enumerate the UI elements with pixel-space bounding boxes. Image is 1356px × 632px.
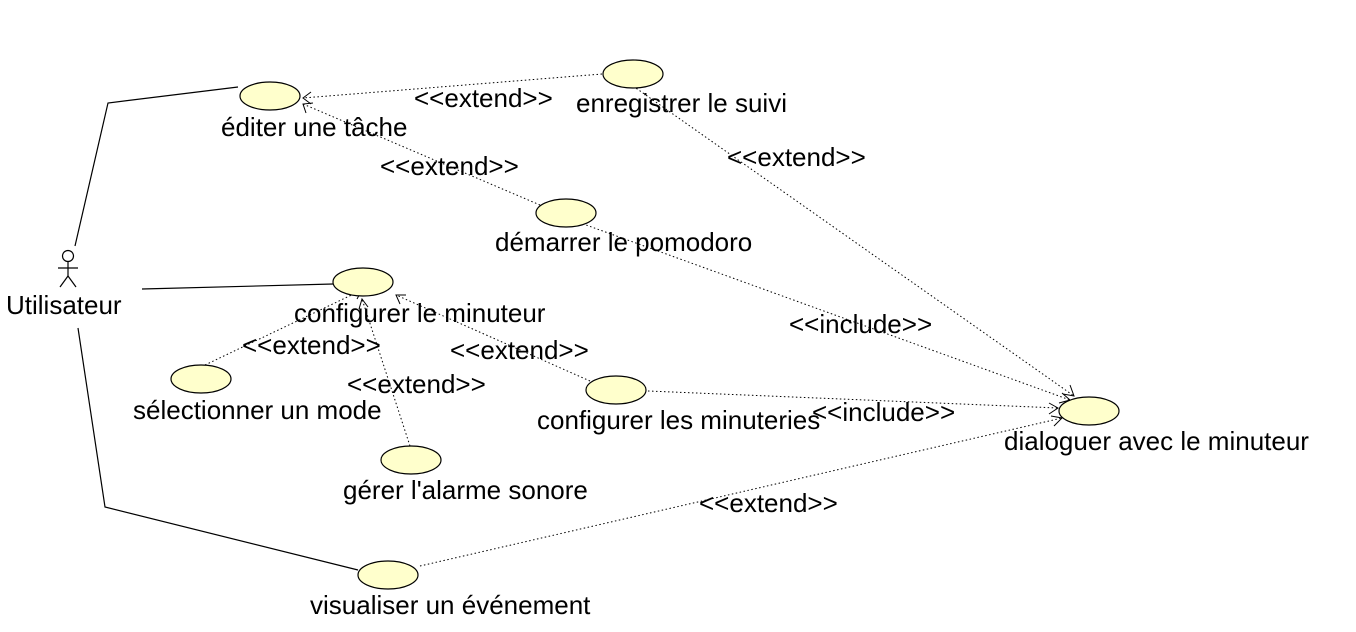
actor-label: Utilisateur [6, 290, 122, 320]
use-case-selectionner-ellipse[interactable] [170, 364, 232, 394]
association-visualiser [77, 327, 359, 571]
stereotype-selectionner-configurer: <<extend>> [242, 330, 381, 360]
use-case-dialoguer-label: dialoguer avec le minuteur [1004, 426, 1309, 456]
use-case-gerer-alarme-label: gérer l'alarme sonore [343, 475, 588, 505]
use-case-configurer-minuteur-label: configurer le minuteur [294, 298, 546, 328]
actor-icon [58, 249, 78, 288]
dep-minuteries-dialoguer [647, 390, 1059, 409]
use-case-enregistrer-label: enregistrer le suivi [576, 88, 787, 118]
use-case-gerer-alarme-ellipse[interactable] [380, 445, 442, 475]
stereotype-visualiser-dialoguer: <<extend>> [699, 488, 838, 518]
use-case-demarrer-ellipse[interactable] [535, 198, 597, 228]
stereotype-enregistrer-editer: <<extend>> [414, 83, 553, 113]
stereotype-enregistrer-dialoguer: <<extend>> [727, 142, 866, 172]
use-case-editer-ellipse[interactable] [239, 81, 301, 111]
dep-enregistrer-dialoguer [632, 85, 1075, 397]
use-case-dialoguer-ellipse[interactable] [1058, 396, 1120, 426]
association-configurer [141, 283, 334, 290]
stereotype-demarrer-editer: <<extend>> [380, 151, 519, 181]
association-editer [74, 86, 239, 247]
dep-visualiser-dialoguer [419, 417, 1063, 567]
use-case-editer-label: éditer une tâche [221, 112, 407, 142]
stereotype-demarrer-dialoguer: <<include>> [789, 309, 932, 339]
stereotype-minuteries-configurer: <<extend>> [450, 335, 589, 365]
dep-alarme-configurer [361, 298, 411, 447]
stereotype-alarme-configurer: <<extend>> [347, 369, 486, 399]
use-case-configurer-minuteries-ellipse[interactable] [585, 375, 647, 405]
dep-selectionner-configurer [204, 289, 363, 366]
use-case-configurer-minuteries-label: configurer les minuteries [537, 405, 820, 435]
use-case-enregistrer-ellipse[interactable] [602, 59, 664, 89]
dep-demarrer-editer [302, 103, 541, 206]
use-case-configurer-minuteur-ellipse[interactable] [332, 267, 394, 297]
use-case-selectionner-label: sélectionner un mode [133, 395, 382, 425]
dep-minuteries-configurer [395, 294, 591, 382]
stereotype-minuteries-dialoguer: <<include>> [812, 397, 955, 427]
use-case-visualiser-label: visualiser un événement [310, 590, 591, 620]
use-case-demarrer-label: démarrer le pomodoro [495, 227, 752, 257]
use-case-visualiser-ellipse[interactable] [357, 560, 419, 590]
